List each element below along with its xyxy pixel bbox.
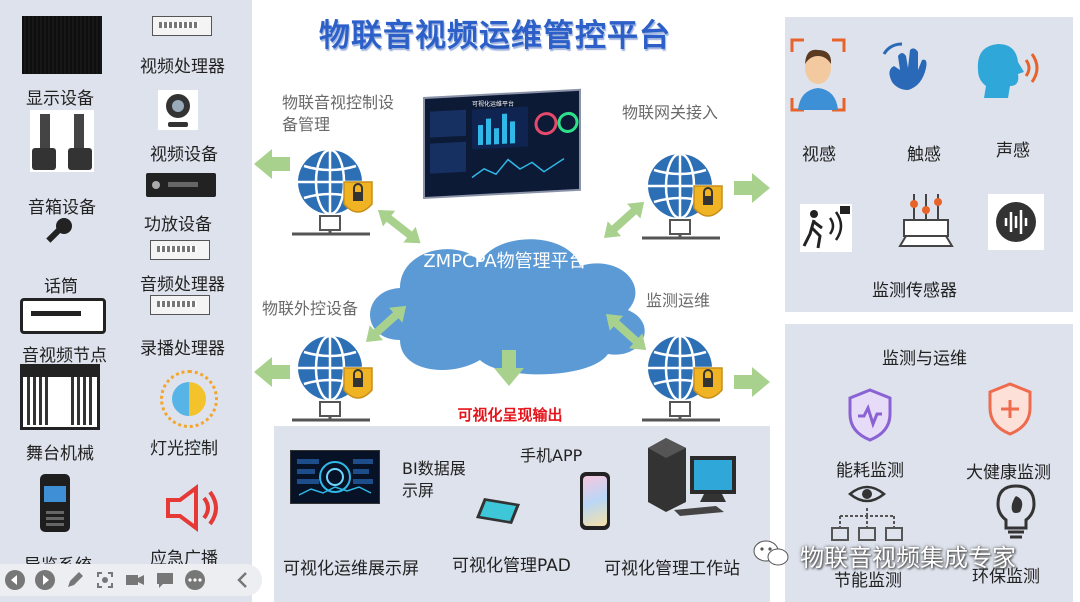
- monitoring-label-eco: 环保监测: [972, 567, 1040, 587]
- device-label-av-node: 音视频节点: [22, 346, 107, 366]
- annotation-toolbar: [0, 564, 262, 596]
- arrow-out-top-left: [254, 149, 290, 179]
- sensor-board-icon: [898, 190, 954, 248]
- node-top-right-globe: [640, 152, 724, 240]
- node-label-external: 物联外控设备: [262, 299, 359, 318]
- hub-diagram: 可视化运维平台: [254, 88, 770, 422]
- microphone-icon: [40, 218, 80, 252]
- display-panel-icon: [22, 16, 102, 74]
- arrow-out-top-right: [734, 173, 770, 203]
- collapse-icon[interactable]: [232, 569, 254, 591]
- sensor-panel: [785, 17, 1073, 312]
- webcam-icon: [158, 90, 198, 130]
- hand-touch-icon: [880, 40, 936, 96]
- guide-device-icon: [40, 474, 70, 532]
- energy-shield-icon: [846, 388, 894, 442]
- audio-processor-icon: [150, 240, 210, 260]
- link-arrow-top-left: [371, 202, 427, 252]
- monitoring-label-energy: 能耗监测: [836, 461, 904, 481]
- visual-label-workstation: 可视化管理工作站: [604, 559, 740, 579]
- dashboard-screen: [423, 88, 581, 200]
- node-top-left-globe: [290, 148, 374, 236]
- sensor-label-sound: 声感: [996, 141, 1030, 161]
- comment-icon[interactable]: [154, 569, 176, 591]
- voice-head-icon: [972, 40, 1042, 100]
- bi-screen-label: BI数据展示屏: [402, 459, 466, 500]
- eye-network-icon: [830, 482, 904, 552]
- tablet-icon: [474, 496, 522, 526]
- monitoring-panel: [785, 324, 1073, 602]
- workstation-icon: [644, 436, 740, 518]
- device-label-speaker: 音箱设备: [28, 198, 96, 218]
- av-node-icon: [20, 298, 106, 334]
- device-label-audio-processor: 音频处理器: [140, 275, 225, 295]
- node-label-control: 物联音视控制设备管理: [282, 93, 395, 134]
- monitoring-label-health: 大健康监测: [966, 463, 1051, 483]
- motion-sensor-icon: [800, 204, 852, 252]
- broadcast-speaker-icon: [164, 484, 224, 532]
- video-record-icon[interactable]: [124, 569, 146, 591]
- speaker-icon: [30, 110, 94, 172]
- visual-label-pad: 可视化管理PAD: [452, 556, 571, 576]
- phone-icon: [580, 472, 610, 530]
- sensor-label-touch: 触感: [907, 145, 941, 165]
- watermark-text: 物联音视频集成专家: [800, 544, 1016, 572]
- pen-icon[interactable]: [64, 569, 86, 591]
- sensor-label-vision: 视感: [802, 145, 836, 165]
- crop-icon[interactable]: [94, 569, 116, 591]
- device-label-video: 视频设备: [150, 145, 218, 165]
- sound-wave-icon: [988, 194, 1044, 250]
- node-label-monitor: 监测运维: [646, 291, 711, 310]
- device-label-video-processor: 视频处理器: [140, 57, 225, 77]
- device-label-microphone: 话筒: [44, 277, 78, 297]
- amplifier-icon: [146, 173, 216, 197]
- device-label-stage: 舞台机械: [26, 444, 94, 464]
- sensor-panel-label: 监测传感器: [872, 281, 957, 301]
- bi-screen-icon: [290, 450, 380, 504]
- more-icon[interactable]: [184, 569, 206, 591]
- dashboard-screen-title: 可视化运维平台: [472, 100, 514, 108]
- face-scan-icon: [790, 38, 846, 112]
- node-label-gateway: 物联网关接入: [622, 103, 719, 122]
- monitoring-title: 监测与运维: [882, 349, 967, 369]
- phone-app-label: 手机APP: [520, 446, 583, 465]
- monitoring-label-energy-saving: 节能监测: [834, 571, 902, 591]
- device-label-recorder: 录播处理器: [140, 339, 225, 359]
- eco-bulb-icon: [996, 484, 1036, 540]
- recorder-icon: [150, 295, 210, 315]
- platform-cloud: [370, 239, 645, 375]
- device-label-amplifier: 功放设备: [144, 215, 212, 235]
- platform-cloud-label: ZMPCPA物管理平台: [423, 251, 587, 272]
- visual-label-display: 可视化运维展示屏: [283, 559, 419, 579]
- device-label-display: 显示设备: [26, 89, 94, 109]
- arrow-out-bottom-left: [254, 357, 290, 387]
- prev-icon[interactable]: [4, 569, 26, 591]
- device-label-lighting: 灯光控制: [150, 439, 218, 459]
- arrow-out-bottom-right: [734, 367, 770, 397]
- health-shield-icon: [986, 382, 1034, 436]
- visual-output-label: 可视化呈现输出: [457, 406, 563, 424]
- stage-curtain-icon: [20, 364, 100, 430]
- wechat-icon: [753, 540, 789, 566]
- node-bottom-left-globe: [290, 334, 374, 422]
- play-icon[interactable]: [34, 569, 56, 591]
- page-title: 物联音视频运维管控平台: [319, 18, 671, 54]
- video-processor-icon: [152, 16, 212, 36]
- node-bottom-right-globe: [640, 334, 724, 422]
- lighting-icon: [160, 370, 218, 428]
